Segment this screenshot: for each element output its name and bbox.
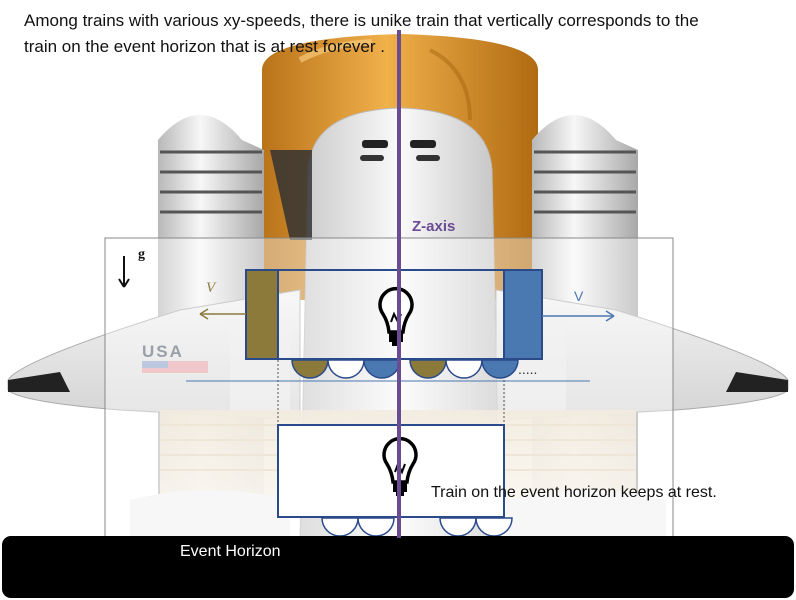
continuation-dots: ..... [518,361,537,377]
gravity-label: g [138,247,145,263]
usa-flag-text: USA [142,342,184,362]
rest-train-label: Train on the event horizon keeps at rest… [431,484,717,502]
event-horizon-label: Event Horizon [180,543,281,561]
event-horizon-bar [2,536,794,598]
train-rear-section [246,270,278,359]
caption-line-1: Among trains with various xy-speeds, the… [24,8,784,34]
caption-line-2: train on the event horizon that is at re… [24,34,784,60]
z-axis-label: Z-axis [412,218,455,235]
caption: Among trains with various xy-speeds, the… [24,8,784,60]
train-front-section [504,270,542,359]
velocity-left-label: V [206,280,215,297]
velocity-right-label: V [574,288,583,304]
